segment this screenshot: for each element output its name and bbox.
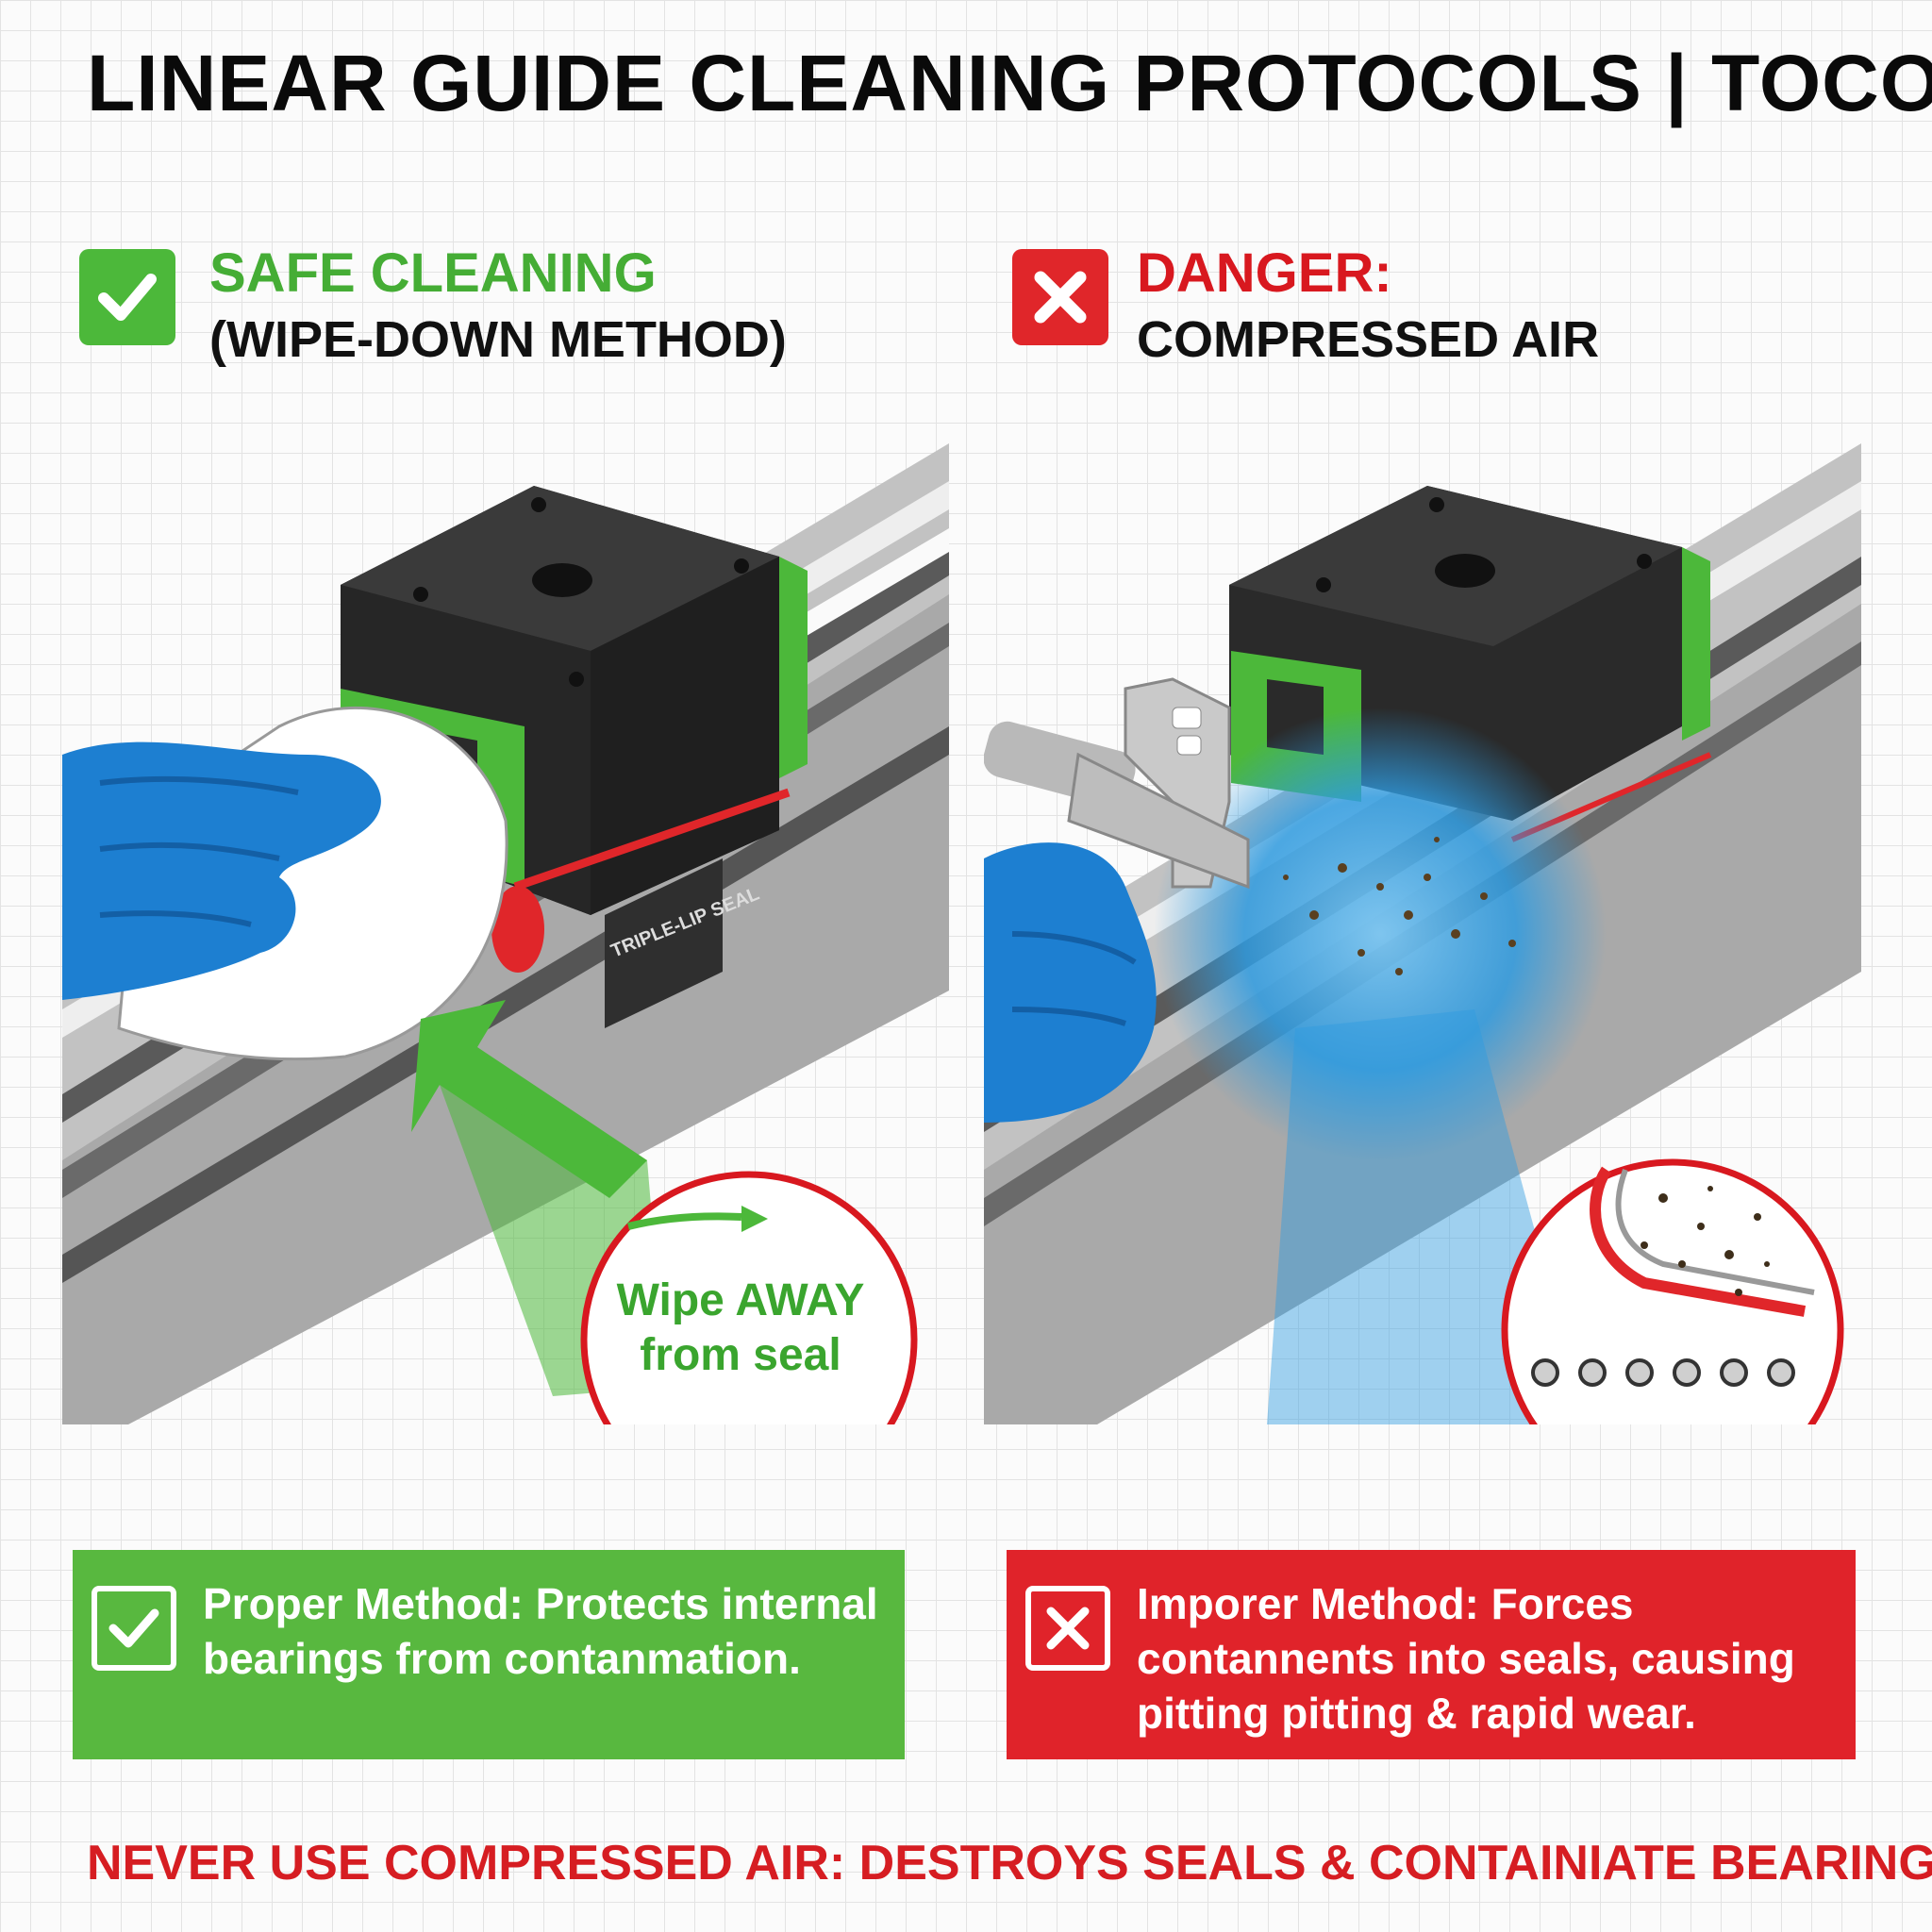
danger-x-badge [1012, 249, 1108, 345]
debris-particles [1283, 837, 1516, 975]
danger-summary-box: Imporer Method: Forces contannents into … [1007, 1550, 1856, 1759]
glove-hand [62, 706, 508, 1061]
arrow-right-icon [627, 1212, 742, 1230]
safe-summary-text: Proper Method: Protects internal bearing… [203, 1579, 878, 1683]
compressed-air-illustration [984, 443, 1861, 1424]
check-icon [108, 1608, 159, 1648]
damage-debris [1641, 1186, 1770, 1296]
safe-summary-box: Proper Method: Protects internal bearing… [73, 1550, 905, 1759]
wipe-callout-text: Wipe AWAY from seal [575, 1274, 906, 1383]
bearing-balls [1531, 1358, 1795, 1387]
footer-warning: NEVER USE COMPRESSED AIR: DESTROYS SEALS… [87, 1836, 1932, 1890]
danger-heading-subtitle: COMPRESSED AIR [1137, 311, 1600, 368]
danger-summary-badge [1025, 1586, 1110, 1671]
danger-heading: DANGER: COMPRESSED AIR [1137, 242, 1599, 369]
wipe-callout-line1: Wipe AWAY [616, 1275, 865, 1325]
safe-summary-badge [92, 1586, 176, 1671]
danger-summary-text: Imporer Method: Forces contannents into … [1137, 1579, 1795, 1738]
safe-heading-subtitle: (WIPE-DOWN METHOD) [209, 311, 787, 368]
glove-hand-right [984, 842, 1157, 1123]
safe-heading-title: SAFE CLEANING [209, 242, 657, 304]
x-icon [1034, 271, 1087, 324]
page-title: LINEAR GUIDE CLEANING PROTOCOLS | TOCO [87, 39, 1932, 127]
wipe-down-illustration: TRIPLE-LIP SEAL [62, 443, 949, 1424]
safe-check-badge [79, 249, 175, 345]
air-gun [984, 677, 1250, 890]
x-icon [1046, 1607, 1090, 1650]
safe-heading: SAFE CLEANING (WIPE-DOWN METHOD) [209, 242, 787, 369]
air-blast [1154, 708, 1607, 1160]
wipe-callout-line2: from seal [640, 1330, 841, 1380]
check-icon [98, 274, 157, 321]
wipe-callout-circle [580, 1171, 918, 1424]
danger-heading-title: DANGER: [1137, 242, 1392, 304]
